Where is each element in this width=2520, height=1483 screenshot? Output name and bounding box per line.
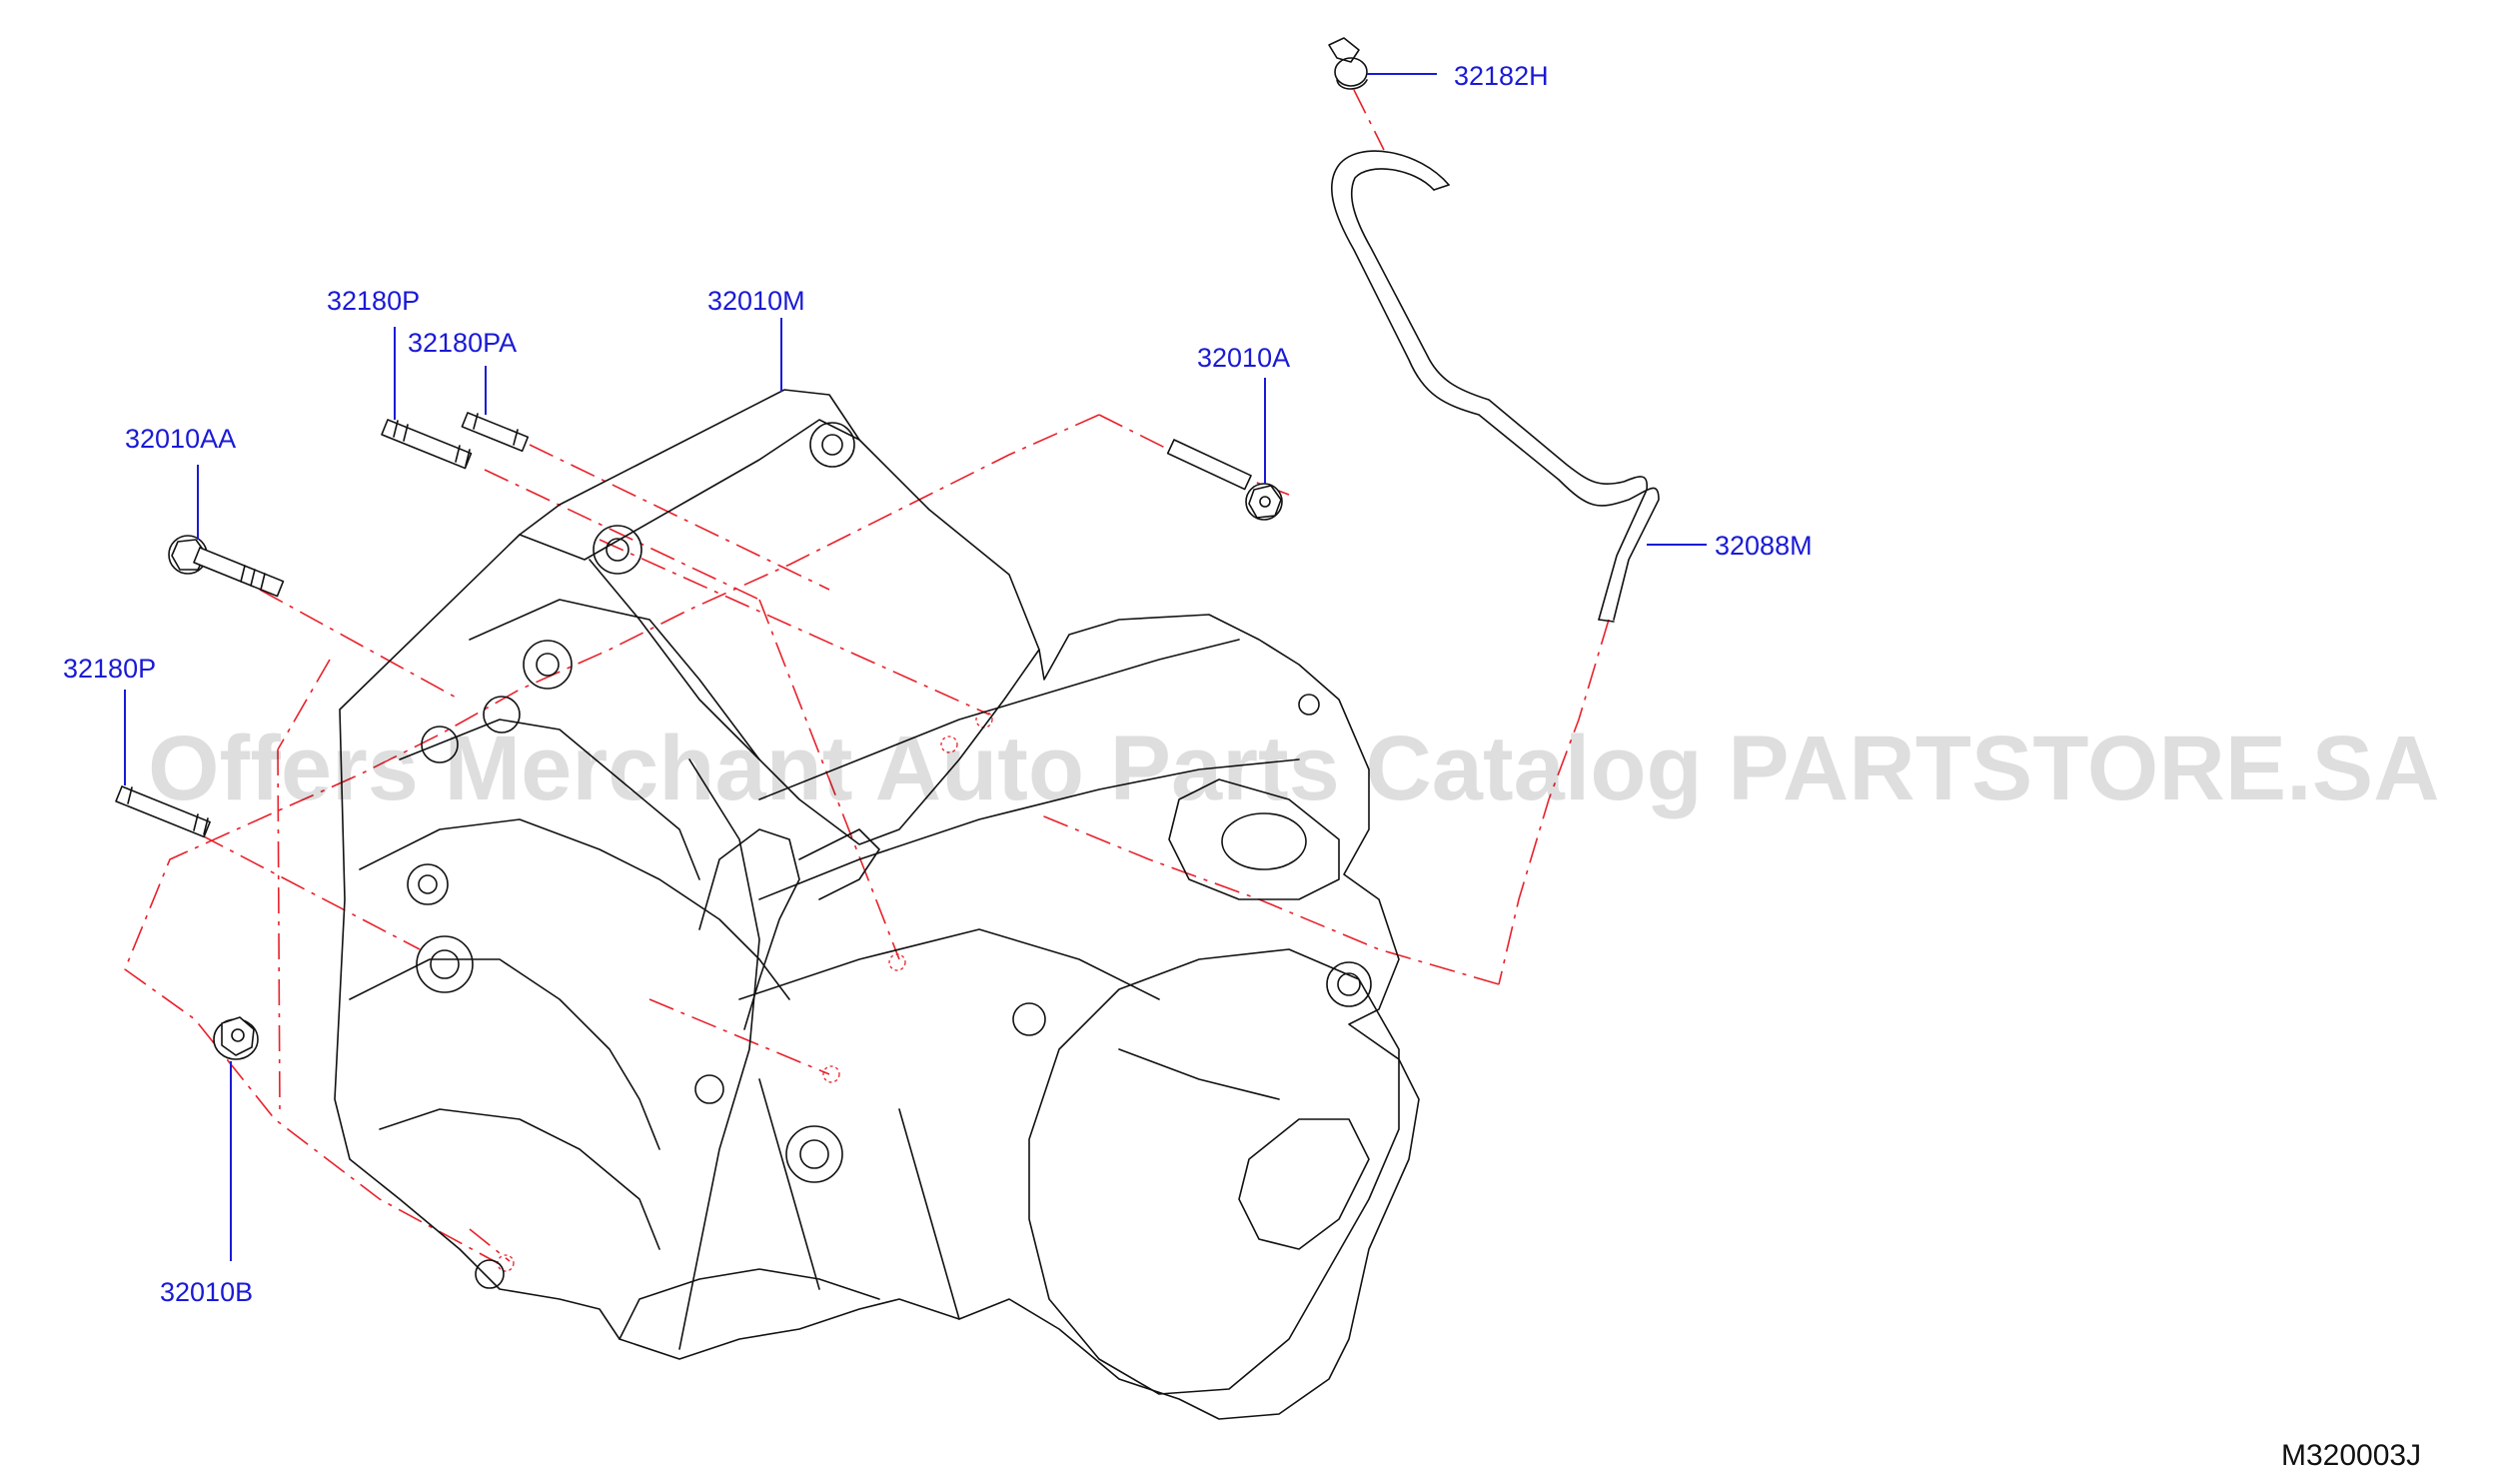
case-flange	[1168, 778, 1340, 900]
boss-8	[785, 1125, 843, 1183]
stud-thread-3	[455, 445, 461, 463]
watermark-text: Offers Merchant Auto Parts Catalog PARTS…	[148, 718, 2440, 819]
stud-body	[115, 785, 211, 838]
boss-5	[421, 726, 459, 763]
lower-web-2	[898, 1108, 960, 1320]
stud-thread-3	[203, 817, 209, 835]
breather-hose-inner	[1351, 168, 1649, 621]
end-cover-inner	[1238, 1118, 1370, 1250]
part-callouts: 32182H 32010M 32180P 32180PA 32010A 3201…	[63, 61, 1813, 1307]
bolt-thread-2	[250, 569, 256, 587]
boss-2-hole	[606, 538, 630, 562]
stud-thread-2	[513, 429, 519, 446]
stud-thread-4	[465, 449, 471, 467]
housing-inner-rib-5	[379, 1108, 660, 1250]
housing-inner-rib-2	[399, 719, 700, 880]
lower-web	[758, 1078, 820, 1290]
boss-6-hole	[418, 874, 438, 894]
boss-10	[1298, 694, 1320, 716]
boss-12	[694, 1074, 724, 1104]
lower-skirt	[619, 1268, 880, 1340]
case-top-edge	[758, 639, 1240, 800]
hose-clamp-tab	[1328, 37, 1360, 63]
breather-hose-end	[1598, 619, 1615, 623]
bolt-head-center	[1259, 496, 1271, 508]
boss-3	[523, 640, 573, 690]
housing-inner-rib-4	[349, 958, 660, 1150]
label-32010A[interactable]: 32010A	[1197, 343, 1290, 373]
boss-3-hole	[536, 653, 560, 677]
hose-clamp-32182H[interactable]	[1328, 37, 1368, 90]
stud-32180P-top[interactable]	[381, 419, 473, 470]
label-32180P-left[interactable]: 32180P	[63, 654, 156, 684]
stud-32180PA[interactable]	[461, 412, 530, 453]
bolt-head	[1248, 485, 1282, 519]
breather-hose-outer	[1331, 150, 1660, 621]
flange-port	[1221, 812, 1307, 870]
boss-4	[483, 696, 521, 734]
stud-thread-1	[473, 413, 479, 430]
label-32182H[interactable]: 32182H	[1454, 61, 1549, 91]
mount-bracket	[589, 559, 1040, 845]
stud-body	[381, 419, 473, 470]
end-cover-rib	[1118, 1048, 1280, 1100]
housing-inner-rib-3	[359, 818, 790, 1000]
hose-clamp-band	[1336, 79, 1368, 90]
stud-32180P-left[interactable]	[115, 785, 211, 838]
stud-thread-2	[193, 813, 199, 831]
bolt-thread-3	[260, 573, 266, 591]
case-mid-edge	[758, 758, 1300, 900]
boss-7-hole	[430, 949, 460, 979]
leader-lines	[124, 73, 1707, 1261]
hose-clamp-ring	[1334, 57, 1368, 87]
nut-hole	[231, 1028, 245, 1042]
bolt-shank	[1166, 439, 1252, 491]
case-centre-seam	[678, 758, 760, 1350]
boss-2	[593, 525, 642, 575]
nut-32010B[interactable]	[213, 1016, 259, 1060]
breather-hose-32088M[interactable]	[1331, 150, 1660, 623]
boss-1	[809, 422, 855, 468]
bolt-shank	[193, 547, 285, 598]
boss-13	[475, 1259, 505, 1289]
label-32010M[interactable]: 32010M	[707, 286, 805, 316]
boss-7	[416, 935, 474, 993]
label-32088M[interactable]: 32088M	[1715, 531, 1813, 561]
label-32010B[interactable]: 32010B	[160, 1277, 253, 1307]
shift-lever	[798, 828, 880, 900]
breather-hose-tip	[1433, 184, 1450, 191]
stud-thread-1	[393, 420, 399, 438]
stud-body	[461, 412, 530, 453]
case-lower-edge	[738, 928, 1160, 1000]
boss-8-hole	[799, 1139, 829, 1169]
label-32180P-top[interactable]: 32180P	[327, 286, 420, 316]
stud-thread-2	[403, 424, 409, 442]
shift-rod	[698, 828, 800, 1030]
transaxle-assembly[interactable]	[334, 389, 1420, 1420]
bolt-thread-1	[240, 565, 246, 583]
assembly-guide-lines	[124, 89, 1610, 1272]
housing-outline	[334, 389, 1420, 1420]
boss-9	[1326, 961, 1372, 1007]
housing-inner-rib-1	[469, 599, 760, 760]
boss-11	[1012, 1002, 1046, 1036]
bellhousing-rib	[519, 419, 860, 561]
stud-thread-1	[127, 786, 133, 804]
boss-1-hole	[821, 434, 843, 456]
end-cover	[1028, 948, 1400, 1395]
nut-body	[221, 1016, 255, 1056]
diagram-code: M320003J	[2281, 1439, 2421, 1472]
boss-6	[407, 863, 449, 905]
label-32010AA[interactable]: 32010AA	[125, 424, 236, 454]
boss-9-hole	[1337, 972, 1361, 996]
label-32180PA[interactable]: 32180PA	[408, 328, 517, 358]
bolt-32010AA[interactable]	[168, 535, 285, 598]
